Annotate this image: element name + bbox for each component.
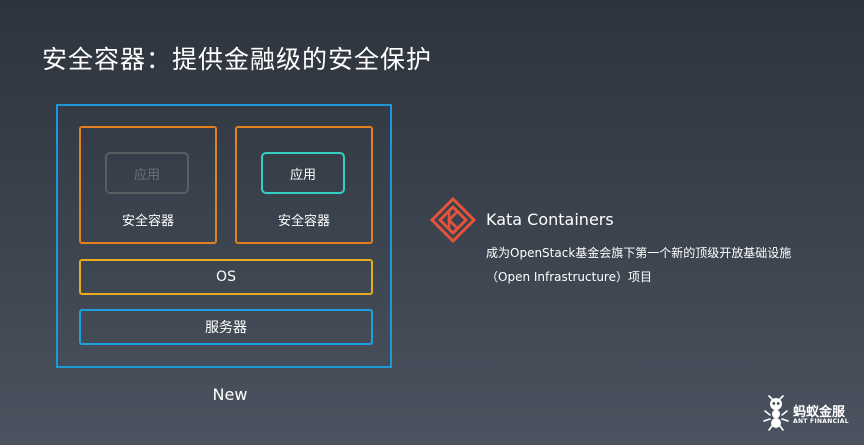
kata-description: 成为OpenStack基金会旗下第一个新的顶级开放基础设施	[486, 246, 792, 260]
brand-name: 蚂蚁金服	[793, 405, 846, 420]
app-box-inactive: 应用	[105, 152, 189, 194]
new-architecture-frame	[56, 104, 392, 368]
ant-icon	[763, 395, 789, 431]
secure-container-right: 应用 安全容器	[235, 126, 373, 244]
os-layer: OS	[79, 259, 373, 295]
secure-container-label: 安全容器	[121, 214, 174, 229]
secure-container-left: 应用 安全容器	[79, 126, 217, 244]
ant-financial-logo: 蚂蚁金服 ANT FINANCIAL	[762, 393, 854, 433]
brand-subtitle: ANT FINANCIAL	[793, 418, 849, 425]
app-box-active: 应用	[261, 152, 345, 194]
server-layer: 服务器	[79, 309, 373, 345]
kata-title: Kata Containers	[486, 210, 614, 229]
secure-container-label: 安全容器	[277, 214, 330, 229]
kata-containers-logo-icon	[430, 197, 476, 243]
diagram-caption: New	[212, 385, 248, 404]
kata-description-continued: （Open Infrastructure）项目	[486, 270, 652, 284]
slide-title: 安全容器：提供金融级的安全保护	[42, 45, 433, 74]
